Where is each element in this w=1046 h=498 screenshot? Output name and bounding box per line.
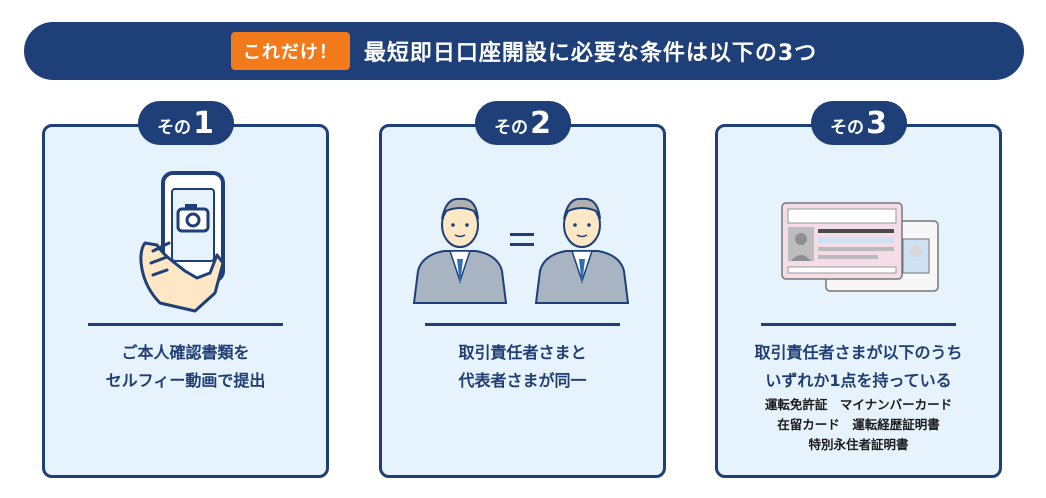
step-number: 3	[866, 106, 887, 141]
caption-line: 取引責任者さまと	[458, 343, 587, 362]
caption-line: 代表者さまが同一	[458, 371, 587, 390]
condition-card-1: その 1 ご本人確認書類を セルフィー動画で提出	[42, 101, 329, 478]
document-list-line: 特別永住者証明書	[808, 437, 909, 452]
divider	[88, 323, 283, 326]
step-number: 2	[530, 106, 551, 141]
divider	[425, 323, 620, 326]
step-number: 1	[193, 106, 214, 141]
condition-caption: ご本人確認書類を セルフィー動画で提出	[45, 339, 326, 395]
condition-card-3: その 3 取引責任者さまが以下のうち いずれか1点を持っている 運転免許証 マイ…	[715, 101, 1002, 478]
divider	[761, 323, 956, 326]
caption-line: セルフィー動画で提出	[105, 371, 266, 390]
id-cards-icon	[781, 202, 939, 292]
document-list-line: 在留カード 運転経歴証明書	[777, 417, 940, 432]
step-label: その	[830, 118, 865, 138]
banner-title: 最短即日口座開設に必要な条件は以下の3つ	[363, 41, 818, 66]
document-list-line: 運転免許証 マイナンバーカード	[764, 397, 953, 412]
condition-card-2: その 2 取引責任者さまと 代表者さまが同一	[379, 101, 666, 478]
step-pill-1: その 1	[137, 101, 234, 145]
header-banner: これだけ！ 最短即日口座開設に必要な条件は以下の3つ	[24, 22, 1024, 80]
caption-line: 取引責任者さまが以下のうち	[754, 343, 963, 362]
step-pill-2: その 2	[474, 101, 571, 145]
smartphone-selfie-icon	[139, 171, 225, 313]
same-person-icon	[412, 197, 630, 304]
caption-line: ご本人確認書類を	[121, 343, 250, 362]
caption-line: いずれか1点を持っている	[765, 371, 952, 390]
condition-caption: 取引責任者さまと 代表者さまが同一	[382, 339, 663, 395]
highlight-badge: これだけ！	[230, 32, 350, 70]
document-list: 運転免許証 マイナンバーカード 在留カード 運転経歴証明書 特別永住者証明書	[718, 395, 999, 455]
step-label: その	[494, 118, 529, 138]
step-pill-3: その 3	[810, 101, 907, 145]
condition-caption: 取引責任者さまが以下のうち いずれか1点を持っている	[718, 339, 999, 395]
step-label: その	[157, 118, 192, 138]
